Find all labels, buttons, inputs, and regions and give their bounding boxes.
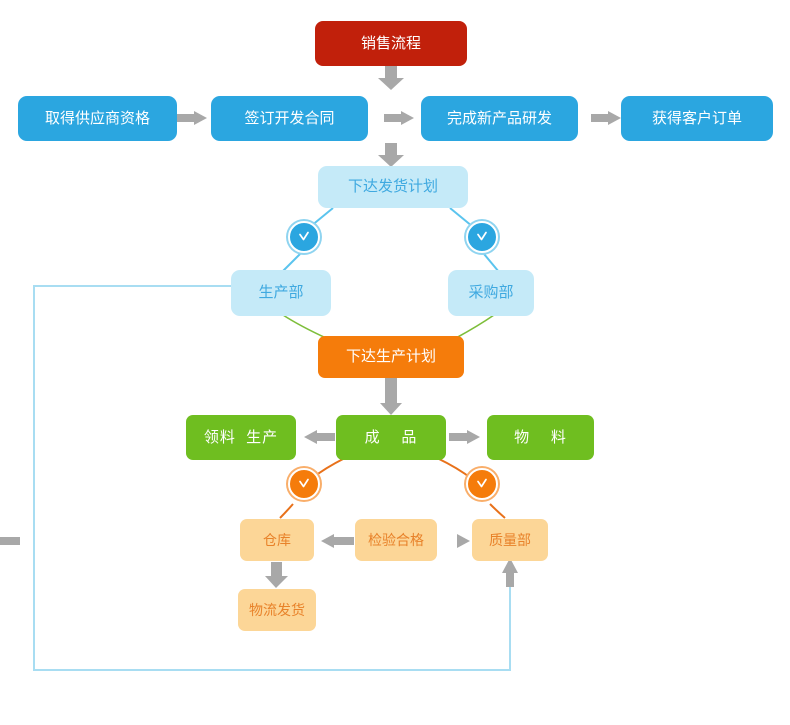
node-issue-shipping-plan[interactable]: 下达发货计划 bbox=[318, 166, 468, 208]
arrow-rd-to-order bbox=[591, 111, 621, 125]
arrow-contract-to-rd bbox=[384, 111, 414, 125]
node-pick-material-produce[interactable]: 领料 生产 bbox=[186, 415, 296, 460]
link-left-orange-check-to-warehouse bbox=[279, 503, 294, 519]
node-quality-dept[interactable]: 质量部 bbox=[472, 519, 548, 561]
arrow-feedback-into-quality bbox=[502, 558, 518, 587]
node-logistics-shipment[interactable]: 物流发货 bbox=[238, 589, 316, 631]
check-marker-top-right-icon[interactable] bbox=[466, 221, 498, 253]
check-marker-bottom-left-icon[interactable] bbox=[288, 468, 320, 500]
arrow-sales-to-row bbox=[378, 65, 404, 90]
arrow-plan-to-finished bbox=[380, 378, 402, 415]
node-warehouse[interactable]: 仓库 bbox=[240, 519, 314, 561]
node-complete-new-product-rd[interactable]: 完成新产品研发 bbox=[421, 96, 578, 141]
node-supplier-qualification[interactable]: 取得供应商资格 bbox=[18, 96, 177, 141]
link-right-orange-check-to-quality bbox=[489, 503, 506, 519]
node-issue-production-plan[interactable]: 下达生产计划 bbox=[318, 336, 464, 378]
node-purchasing-dept[interactable]: 采购部 bbox=[448, 270, 534, 316]
arrow-warehouse-to-logistics bbox=[265, 562, 288, 588]
arrow-rd-to-shipping-plan bbox=[378, 143, 404, 167]
node-inspection-passed[interactable]: 检验合格 bbox=[355, 519, 437, 561]
arrow-finished-to-material bbox=[449, 430, 480, 444]
arrow-inspection-to-warehouse bbox=[321, 534, 354, 548]
check-marker-top-left-icon[interactable] bbox=[288, 221, 320, 253]
node-finished-product[interactable]: 成 品 bbox=[336, 415, 446, 460]
node-obtain-customer-order[interactable]: 获得客户订单 bbox=[621, 96, 773, 141]
node-sign-development-contract[interactable]: 签订开发合同 bbox=[211, 96, 368, 141]
link-production-to-plan bbox=[282, 314, 327, 339]
check-marker-bottom-right-icon[interactable] bbox=[466, 468, 498, 500]
node-production-dept[interactable]: 生产部 bbox=[231, 270, 331, 316]
arrow-finished-to-pick bbox=[304, 430, 335, 444]
node-sales-process[interactable]: 销售流程 bbox=[315, 21, 467, 66]
node-material[interactable]: 物 料 bbox=[487, 415, 594, 460]
arrow-supplier-to-contract bbox=[177, 111, 207, 125]
link-purchasing-to-plan bbox=[455, 314, 495, 339]
